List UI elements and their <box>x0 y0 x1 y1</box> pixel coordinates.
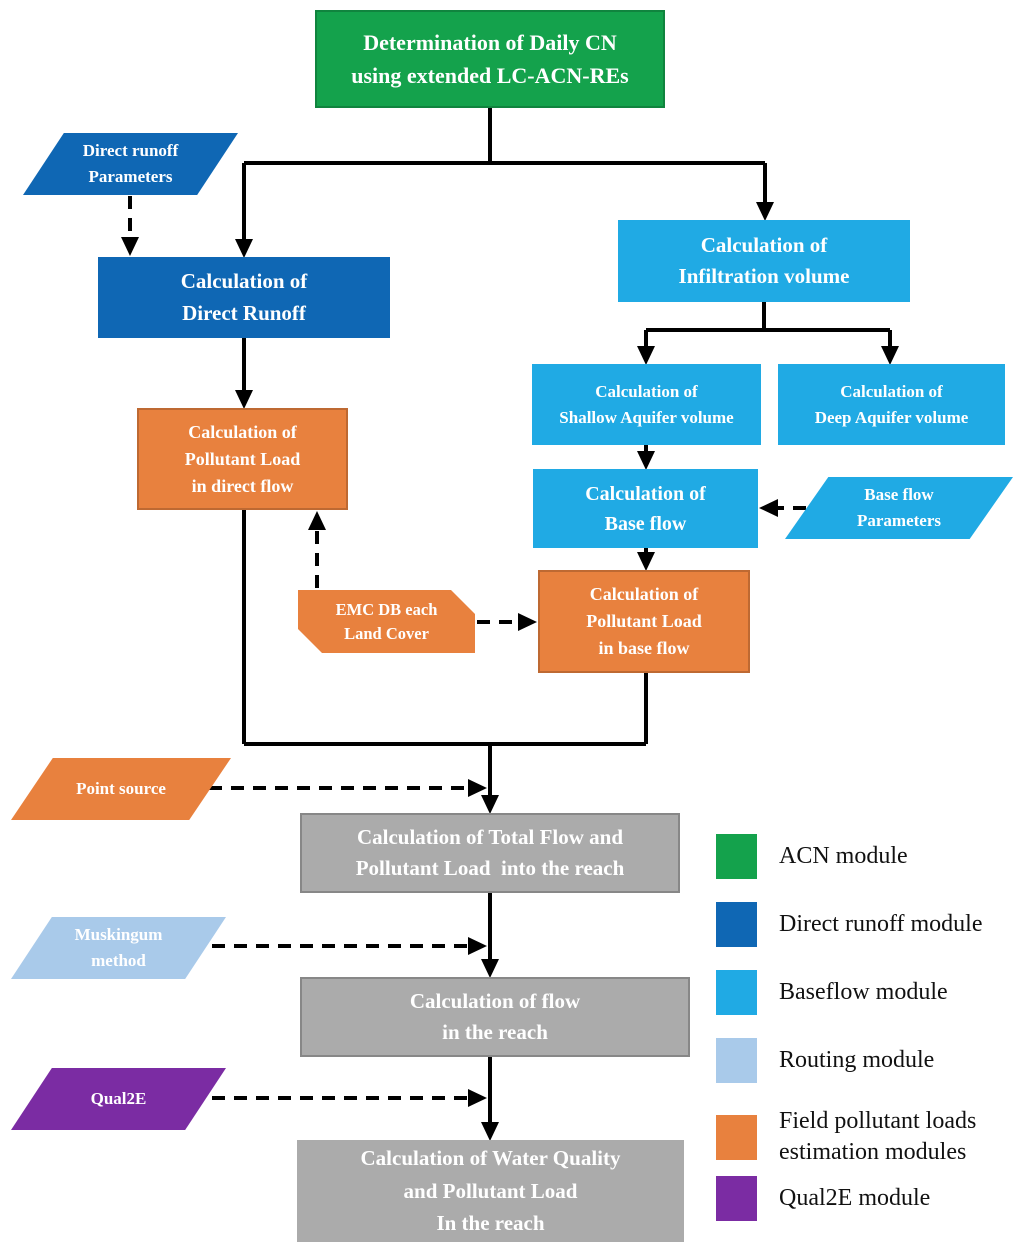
node-calc-total-flow: Calculation of Total Flow and Pollutant … <box>300 813 680 893</box>
node-base-flow-parameters: Base flow Parameters <box>785 477 1013 539</box>
legend-label: Baseflow module <box>779 978 948 1005</box>
node-calc-direct-runoff: Calculation of Direct Runoff <box>98 257 390 338</box>
node-text-line: Pollutant Load into the reach <box>355 856 625 880</box>
node-text-line: Land Cover <box>344 623 429 643</box>
legend-swatch-baseflow <box>716 970 757 1015</box>
node-text-line: Infiltration volume <box>678 264 850 288</box>
legend-swatch-acn <box>716 834 757 879</box>
node-text-line: Calculation of <box>188 421 297 442</box>
node-text-line: Calculation of <box>589 584 699 604</box>
branch-line-top <box>244 108 765 165</box>
node-text-line: in direct flow <box>191 475 294 496</box>
node-text-line: in base flow <box>598 638 690 658</box>
node-direct-runoff-parameters: Direct runoff Parameters <box>23 133 238 195</box>
legend-swatch-field-pollutant <box>716 1114 757 1160</box>
node-text-line: EMC DB each <box>335 599 438 619</box>
node-calc-flow-in-reach: Calculation of flow in the reach <box>300 977 690 1057</box>
node-text-line: Calculation of Total Flow and <box>356 824 624 849</box>
merge-line <box>242 510 648 746</box>
node-calc-base-flow: Calculation of Base flow <box>533 469 758 548</box>
legend-item-field-pollutant: Field pollutant loads estimation modules <box>716 1106 1024 1168</box>
node-calc-deep-aquifer: Calculation of Deep Aquifer volume <box>778 364 1005 445</box>
node-text-line: In the reach <box>436 1211 545 1236</box>
node-text-line: Calculation of <box>840 382 943 401</box>
node-text-line: Calculation of <box>595 382 698 401</box>
node-calc-shallow-aquifer: Calculation of Shallow Aquifer volume <box>532 364 761 445</box>
node-text-line: Base flow <box>604 512 687 535</box>
legend-item-acn: ACN module <box>716 834 908 879</box>
legend-label: Routing module <box>779 1046 935 1073</box>
node-calc-pollutant-direct-flow: Calculation of Pollutant Load in direct … <box>137 408 348 510</box>
node-text-line: Parameters <box>88 167 173 186</box>
node-text-line: Determination of Daily CN <box>363 30 617 55</box>
legend-label: Field pollutant loads estimation modules <box>779 1108 977 1166</box>
node-text-line: Parameters <box>856 511 941 530</box>
node-text-line: using extended LC-ACN-REs <box>351 63 629 88</box>
node-text-line: Calculation of <box>180 269 308 293</box>
node-point-source: Point source <box>11 758 231 820</box>
node-text-line: Calculation of <box>585 482 706 505</box>
node-text-line: Qual2E <box>90 1089 147 1109</box>
node-qual2e: Qual2E <box>11 1068 226 1130</box>
legend-label: Direct runoff module <box>779 910 983 937</box>
node-text-line: Calculation of Water Quality <box>360 1146 621 1171</box>
legend-item-routing: Routing module <box>716 1038 934 1083</box>
node-text-line: Shallow Aquifer volume <box>559 407 734 427</box>
node-text-line: method <box>91 951 146 970</box>
node-text-line: Deep Aquifer volume <box>814 407 969 427</box>
legend-label: ACN module <box>779 842 908 869</box>
node-text-line: Direct Runoff <box>182 300 306 325</box>
node-emc-db: EMC DB each Land Cover <box>298 590 475 653</box>
branch-line-aquifer <box>646 302 890 332</box>
node-text-line: Calculation of <box>700 232 828 257</box>
node-calc-pollutant-base-flow: Calculation of Pollutant Load in base fl… <box>538 570 750 673</box>
legend-item-qual2e: Qual2E module <box>716 1176 930 1221</box>
legend-label: Qual2E module <box>779 1184 931 1211</box>
legend-swatch-direct-runoff <box>716 902 757 947</box>
legend-swatch-routing <box>716 1038 757 1083</box>
node-calc-water-quality: Calculation of Water Quality and Polluta… <box>297 1140 684 1242</box>
node-muskingum-method: Muskingum method <box>11 917 226 979</box>
node-calc-infiltration-volume: Calculation of Infiltration volume <box>618 220 910 302</box>
node-text-line: Pollutant Load <box>586 611 702 631</box>
legend-item-direct-runoff: Direct runoff module <box>716 902 983 947</box>
legend-swatch-qual2e <box>716 1176 757 1221</box>
node-text-line: Point source <box>76 779 166 799</box>
node-text-line: Base flow <box>864 484 934 504</box>
node-text-line: Direct runoff <box>82 140 179 160</box>
legend-item-baseflow: Baseflow module <box>716 970 948 1015</box>
node-text-line: Pollutant Load <box>184 448 301 469</box>
node-text-line: Muskingum <box>74 924 163 944</box>
node-text-line: Calculation of flow <box>409 988 581 1013</box>
node-text-line: and Pollutant Load <box>403 1178 578 1203</box>
node-determination-daily-cn: Determination of Daily CN using extended… <box>315 10 665 108</box>
node-text-line: in the reach <box>442 1020 548 1044</box>
